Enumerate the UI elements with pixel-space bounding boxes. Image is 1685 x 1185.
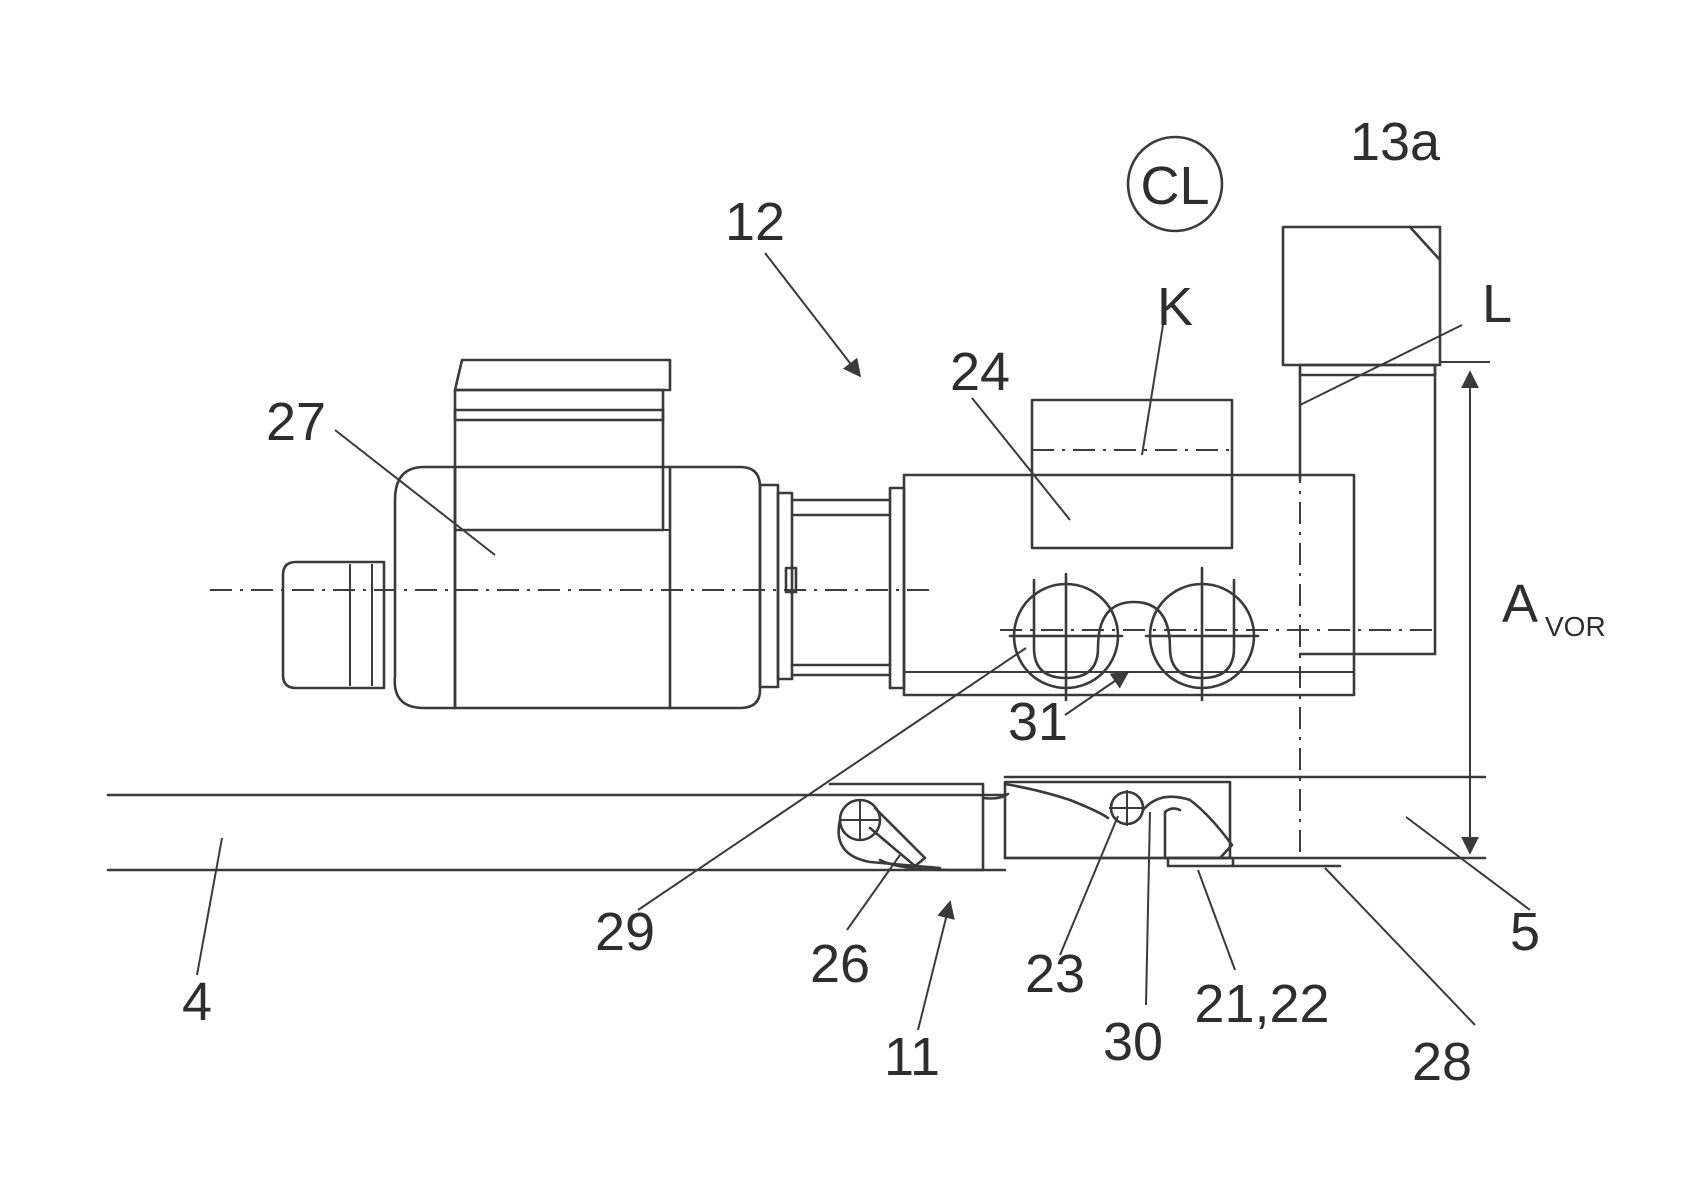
label-28: 28 [1412, 1032, 1472, 1092]
sensor-13a [1283, 227, 1440, 654]
label-30: 30 [1103, 1012, 1163, 1072]
label-5: 5 [1510, 902, 1540, 962]
label-4: 4 [182, 972, 212, 1032]
label-26: 26 [810, 934, 870, 994]
label-11: 11 [884, 1027, 940, 1087]
label-23: 23 [1025, 944, 1085, 1004]
rail-4 [108, 795, 1005, 870]
label-29: 29 [595, 902, 655, 962]
leader-lines [197, 253, 1530, 1030]
rollers-31 [1010, 568, 1258, 700]
label-avor-sub: VOR [1545, 611, 1606, 642]
label-21-22: 21,22 [1194, 974, 1329, 1034]
cl-symbol: CL [1128, 137, 1222, 231]
label-24: 24 [950, 342, 1010, 402]
label-avor: A VOR [1502, 574, 1606, 642]
label-avor-main: A [1502, 574, 1538, 634]
cassette-lower [1005, 782, 1340, 866]
cl-symbol-text: CL [1140, 156, 1209, 216]
label-27: 27 [266, 392, 326, 452]
motor-27 [283, 360, 904, 708]
rail-5 [1005, 777, 1485, 858]
label-12: 12 [725, 192, 785, 252]
cassette-left [830, 784, 1008, 870]
label-13a: 13a [1350, 112, 1441, 172]
label-L: L [1482, 274, 1512, 334]
label-31: 31 [1008, 692, 1068, 752]
label-K: K [1157, 277, 1193, 337]
dimension-avor [1440, 362, 1490, 853]
